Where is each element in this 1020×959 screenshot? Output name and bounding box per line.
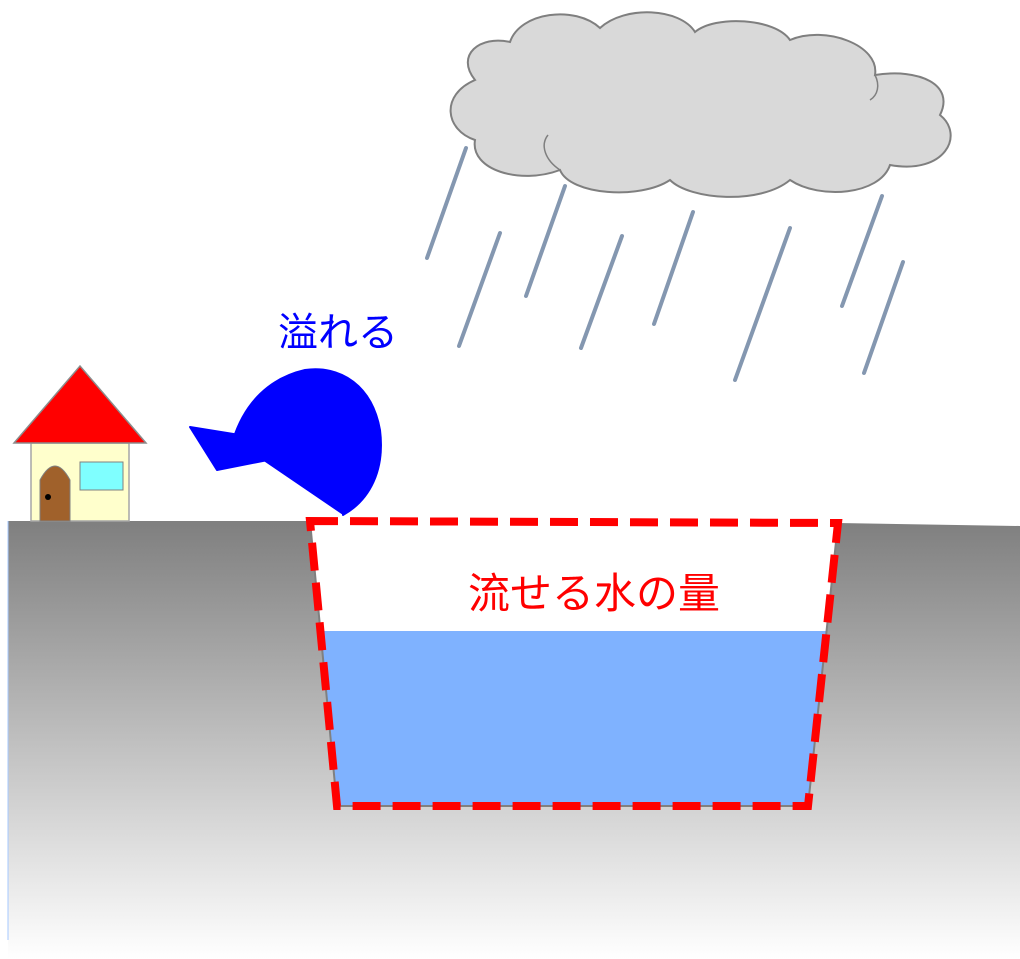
rain-drop bbox=[579, 234, 624, 350]
rain-drop bbox=[524, 184, 567, 298]
ground bbox=[8, 521, 1020, 959]
rain-drop bbox=[652, 210, 695, 326]
cloud-detail bbox=[543, 134, 561, 171]
rain-drop bbox=[457, 231, 502, 348]
house-window bbox=[79, 461, 124, 491]
overflow-label: 溢れる bbox=[278, 310, 398, 356]
capacity-label: 流せる水の量 bbox=[468, 569, 721, 618]
rain-drop bbox=[862, 260, 905, 375]
capacity-frame bbox=[305, 516, 843, 810]
rain-drop bbox=[733, 226, 792, 382]
house-door bbox=[39, 465, 71, 522]
rain-lines bbox=[425, 146, 905, 382]
river-water bbox=[320, 631, 827, 806]
house-icon bbox=[12, 364, 148, 522]
rain-drop bbox=[425, 146, 468, 260]
curved-arrow-icon bbox=[189, 368, 382, 516]
house-roof bbox=[12, 364, 148, 444]
rain-cloud bbox=[449, 11, 952, 198]
cloud-detail bbox=[869, 74, 879, 101]
door-knob bbox=[45, 494, 51, 500]
rain-drop bbox=[840, 194, 884, 308]
